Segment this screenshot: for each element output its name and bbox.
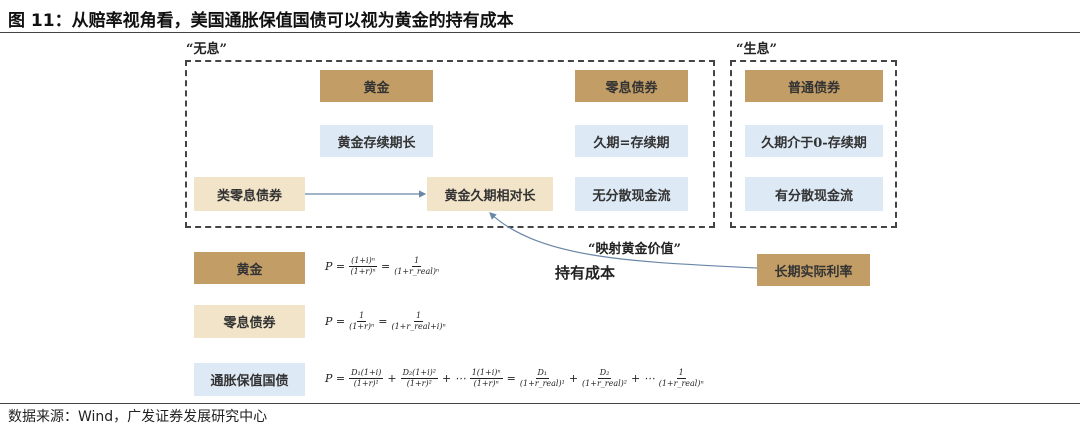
fraction: D₁(1+r_real)¹	[519, 368, 565, 388]
gold-duration-long-box: 黄金久期相对长	[427, 177, 553, 211]
fraction: 1(1+r_real)ⁿ	[658, 368, 704, 388]
group-label-no-interest: “无息”	[186, 42, 227, 57]
footer-divider	[0, 403, 1080, 404]
figure-title: 图 11：从赔率视角看，美国通胀保值国债可以视为黄金的持有成本	[8, 11, 514, 31]
equals: =	[380, 260, 391, 273]
plus-ellipsis: + ⋯	[630, 372, 655, 385]
gold-formula: P = (1+i)ⁿ(1+r)ⁿ = 1(1+r_real)ⁿ	[325, 256, 439, 277]
group-label-interest: “生息”	[736, 42, 777, 57]
plus-ellipsis: + ⋯	[441, 372, 466, 385]
equals: =	[378, 315, 388, 328]
gold-formula-label: 黄金	[194, 252, 305, 284]
map-gold-value-label: “映射黄金价值”	[588, 242, 681, 257]
fraction: 1(1+r)ⁿ	[349, 311, 375, 331]
interest-group	[730, 60, 897, 228]
quasi-zero-bond-box: 类零息债券	[194, 177, 305, 211]
has-cash-flow-box: 有分散现金流	[745, 177, 883, 211]
gold-long-life-box: 黄金存续期长	[320, 125, 433, 157]
arrow-real-rate-to-duration	[489, 212, 758, 269]
tips-formula: P = D₁(1+i)(1+r)¹ + D₂(1+i)²(1+r)² + ⋯ 1…	[325, 368, 704, 389]
formula-lhs: P =	[325, 260, 346, 273]
tips-formula-label: 通胀保值国债	[194, 363, 305, 396]
fraction: D₂(1+i)²(1+r)²	[400, 368, 438, 388]
fraction: 1(1+r_real+i)ⁿ	[391, 311, 446, 331]
equals: =	[506, 372, 516, 385]
formula-lhs: P =	[325, 315, 346, 328]
normal-bond-box: 普通债券	[745, 70, 883, 102]
source-note: 数据来源：Wind，广发证券发展研究中心	[8, 409, 268, 425]
zero-bond-formula-label: 零息债券	[194, 305, 305, 338]
plus: +	[568, 372, 579, 385]
duration-between-box: 久期介于0-存续期	[745, 125, 883, 157]
title-divider	[0, 32, 1080, 33]
fraction: (1+i)ⁿ(1+r)ⁿ	[349, 256, 377, 276]
duration-equals-life-box: 久期=存续期	[575, 125, 688, 157]
fraction: D₁(1+i)(1+r)¹	[349, 368, 384, 388]
plus: +	[387, 372, 397, 385]
zero-bond-formula: P = 1(1+r)ⁿ = 1(1+r_real+i)ⁿ	[325, 311, 446, 332]
real-rate-box: 长期实际利率	[757, 254, 870, 286]
carry-cost-label: 持有成本	[555, 264, 616, 282]
fraction: D₂(1+r_real)²	[582, 368, 627, 388]
gold-box: 黄金	[320, 70, 433, 102]
no-cash-flow-box: 无分散现金流	[575, 177, 688, 211]
formula-lhs: P =	[325, 372, 346, 385]
zero-bond-box: 零息债券	[575, 70, 688, 102]
fraction: 1(1+r_real)ⁿ	[394, 256, 440, 276]
no-interest-group	[185, 60, 715, 228]
fraction: 1(1+i)ⁿ(1+r)ⁿ	[469, 368, 503, 388]
